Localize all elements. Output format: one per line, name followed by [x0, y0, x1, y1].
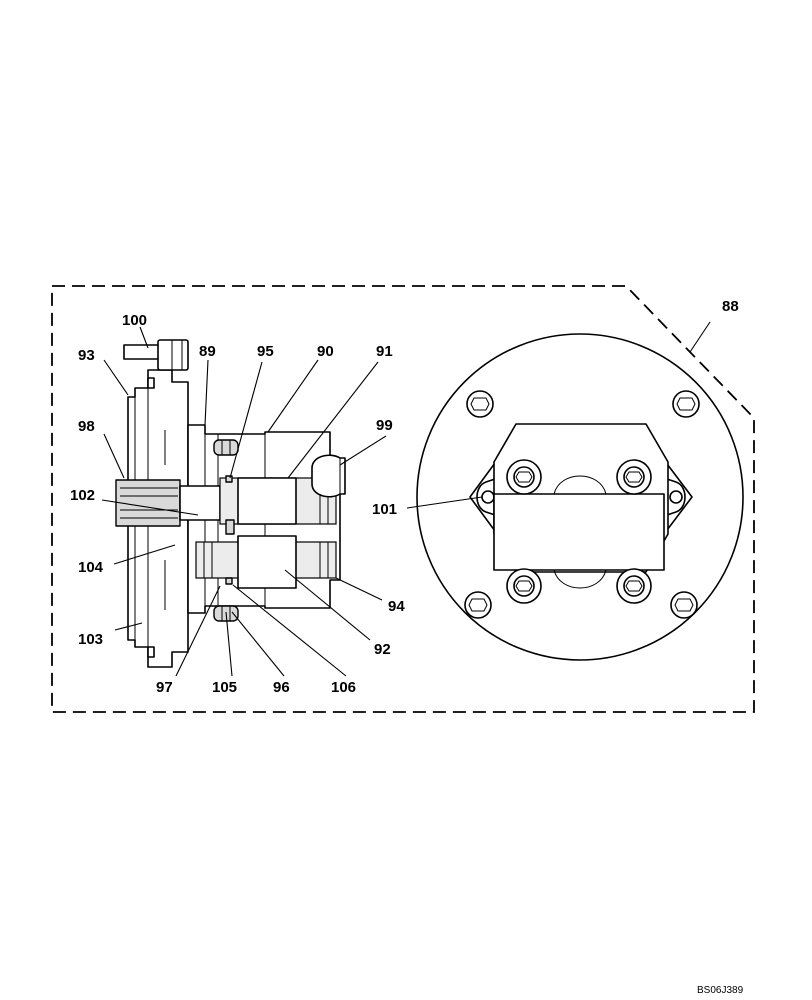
callout-101: 101	[372, 501, 397, 518]
callout-99: 99	[376, 417, 393, 434]
flange-notch	[147, 377, 155, 389]
cap-screw	[506, 568, 542, 604]
dowel-pin-top	[213, 439, 239, 456]
drive-gear-face	[237, 477, 297, 525]
callout-102: 102	[70, 487, 95, 504]
flange-notch	[147, 646, 155, 658]
callout-94: 94	[388, 598, 405, 615]
callout-104: 104	[78, 559, 104, 576]
assembly-boundary	[51, 285, 755, 713]
callout-92: 92	[374, 641, 391, 658]
cover-plate	[416, 333, 744, 661]
callout-105: 105	[212, 679, 237, 696]
callout-89: 89	[199, 343, 216, 360]
hex-bolt	[466, 390, 494, 418]
callout-98: 98	[78, 418, 95, 435]
callout-106: 106	[331, 679, 356, 696]
cap-screw	[616, 568, 652, 604]
driven-gear-face	[237, 535, 297, 589]
drive-shaft	[115, 479, 221, 527]
callout-103: 103	[78, 631, 103, 648]
cap-screw	[506, 459, 542, 495]
callout-95: 95	[257, 343, 274, 360]
drawing-code: BS06J389	[697, 985, 744, 996]
callout-97: 97	[156, 679, 173, 696]
callout-93: 93	[78, 347, 95, 364]
front-view	[416, 333, 744, 661]
seal-strip	[225, 519, 235, 535]
callout-91: 91	[376, 343, 393, 360]
callout-100: 100	[122, 312, 147, 329]
leader-lines	[101, 321, 711, 677]
callout-96: 96	[273, 679, 290, 696]
seal-ring-top	[225, 475, 233, 483]
callout-90: 90	[317, 343, 334, 360]
hex-bolt	[464, 591, 492, 619]
plate-window	[493, 493, 665, 571]
hex-bolt	[670, 591, 698, 619]
hex-bolt	[672, 390, 700, 418]
bolt-100	[123, 339, 189, 371]
cap-screw	[616, 459, 652, 495]
seal-ring-bottom	[225, 577, 233, 585]
port-fitting	[311, 454, 346, 498]
side-view	[115, 339, 346, 668]
callouts: 88 100 93 89 95 90 91 99 98 102 101 104 …	[70, 298, 739, 696]
callout-88: 88	[722, 298, 739, 315]
